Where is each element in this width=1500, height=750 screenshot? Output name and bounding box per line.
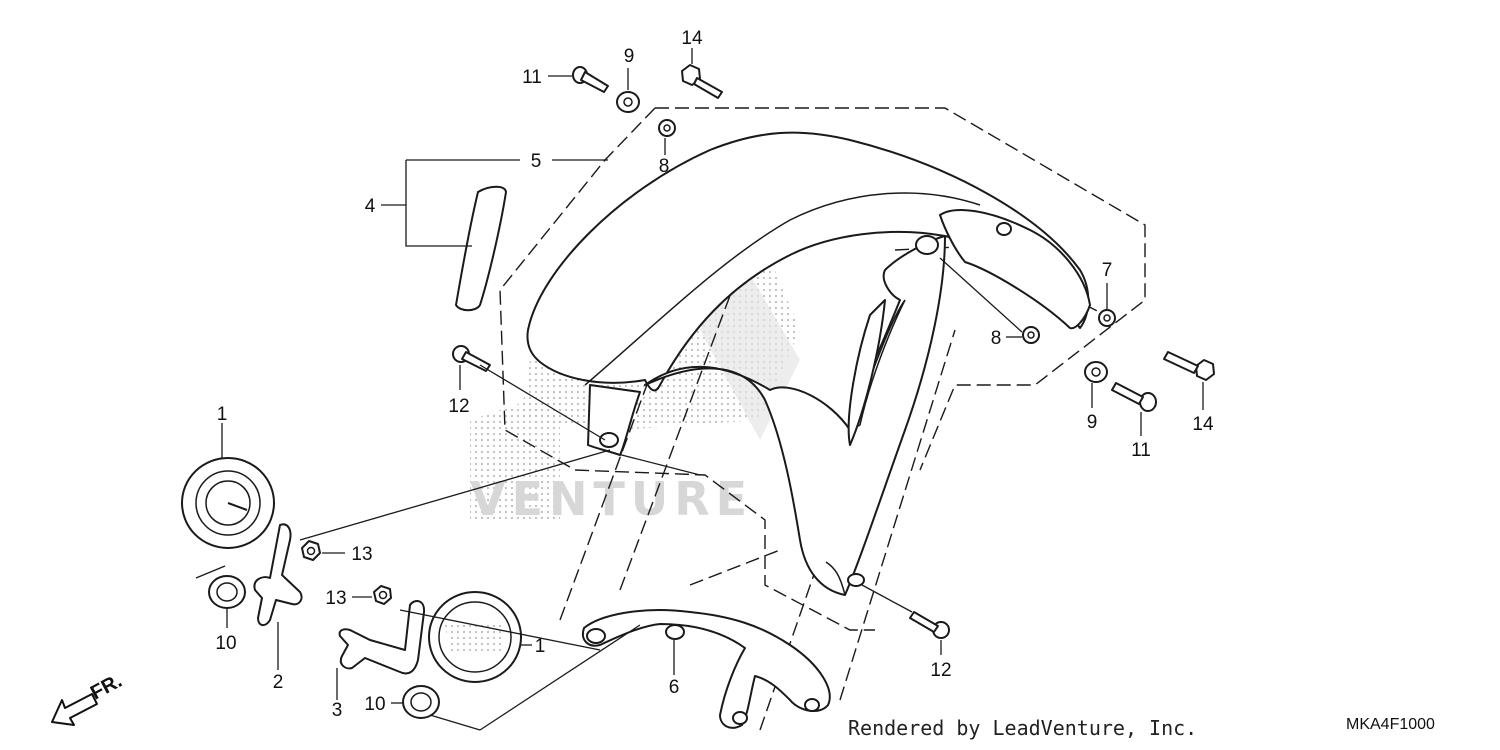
bolt-lower-12	[909, 611, 950, 639]
callout-6: 6	[669, 677, 680, 698]
leader-lines	[195, 48, 1204, 731]
fender-bracket	[582, 609, 831, 729]
washer-right-7	[1098, 309, 1116, 327]
credit-text: Rendered by LeadVenture, Inc.	[848, 716, 1198, 740]
washer-upper-8	[658, 119, 676, 137]
callout-1-right: 1	[535, 636, 546, 657]
callout-5: 5	[531, 151, 542, 172]
callout-2: 2	[273, 672, 284, 693]
callout-9-upper: 9	[624, 46, 635, 67]
callout-10-left: 10	[215, 633, 236, 654]
reflector-left	[181, 457, 275, 549]
bolt-upper-14	[681, 64, 723, 99]
callout-8-right: 8	[991, 328, 1002, 349]
callouts: 11 9 14 8 5 4 12 1 10 2 13 13 3 10 1 6 1…	[215, 28, 1214, 721]
callout-11-right: 11	[1131, 440, 1151, 461]
watermark-text: VENTURE	[470, 472, 753, 526]
callout-14-right: 14	[1192, 414, 1214, 435]
bolt-right-14	[1163, 351, 1215, 381]
callout-14-upper: 14	[681, 28, 703, 49]
callout-8-upper: 8	[659, 156, 670, 177]
grommet-right	[402, 685, 440, 719]
callout-13-upper: 13	[351, 544, 372, 565]
bolt-right-11	[1111, 382, 1157, 412]
arrow-icon	[51, 693, 98, 726]
callout-3: 3	[332, 700, 343, 721]
callout-12-left: 12	[448, 396, 469, 417]
reflector-stay-left	[253, 523, 303, 626]
callout-12-lower: 12	[930, 660, 951, 681]
diagram-code: MKA4F1000	[1346, 716, 1435, 733]
callout-13-lower: 13	[325, 588, 346, 609]
callout-10-right: 10	[364, 694, 385, 715]
grommet-left	[208, 575, 246, 609]
reflector-stay-right	[338, 599, 426, 675]
washer-right-8	[1022, 326, 1040, 344]
callout-1-left: 1	[217, 404, 228, 425]
washer-right-9	[1084, 361, 1108, 383]
bolt-upper-11	[572, 66, 609, 93]
reflector-right	[428, 591, 522, 683]
nut-upper	[301, 540, 321, 561]
callout-9-right: 9	[1087, 412, 1098, 433]
front-direction-indicator: FR.	[51, 670, 126, 726]
callout-4: 4	[365, 196, 376, 217]
nut-lower	[373, 585, 392, 605]
seal-strip	[455, 185, 507, 312]
washer-upper-9	[616, 91, 640, 113]
callout-7: 7	[1102, 260, 1113, 281]
callout-11-upper: 11	[522, 67, 542, 88]
